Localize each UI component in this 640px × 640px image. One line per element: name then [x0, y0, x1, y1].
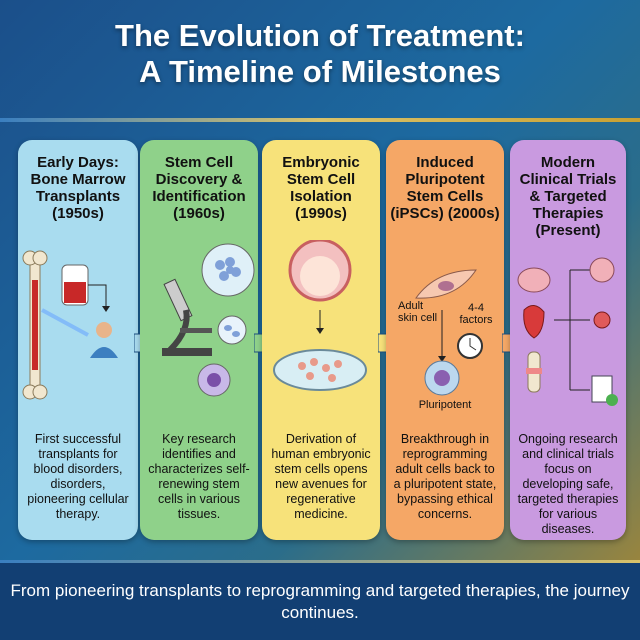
divider	[0, 118, 640, 122]
stage-2000s: Induced Pluripotent Stem Cells (iPSCs) (…	[386, 140, 504, 540]
stage-1990s: Embryonic Stem Cell Isolation (1990s) De…	[262, 140, 380, 540]
stage-description: Ongoing research and clinical trials foc…	[517, 432, 619, 536]
stage-description: Derivation of human embryonic stem cells…	[271, 432, 371, 521]
bone-marrow-transplant-icon	[22, 250, 118, 400]
pluripotent-label: Pluripotent	[418, 399, 472, 411]
footer-caption: From pioneering transplants to reprogram…	[0, 560, 640, 640]
stage-heading: Embryonic Stem Cell Isolation (1990s)	[282, 154, 360, 222]
page-title: The Evolution of Treatment: A Timeline o…	[0, 18, 640, 90]
embryo-petri-dish-icon	[273, 240, 367, 391]
reprogramming-icon	[415, 269, 483, 396]
title-line-2: A Timeline of Milestones	[139, 54, 501, 89]
stage-heading: Modern Clinical Trials & Targeted Therap…	[519, 154, 617, 239]
stage-heading: Stem Cell Discovery & Identification (19…	[152, 154, 246, 222]
stage-1960s: Stem Cell Discovery & Identification (19…	[140, 140, 258, 540]
stage-heading: Early Days: Bone Marrow Transplants (195…	[30, 154, 126, 222]
adult-skin-cell-label: Adult skin cell	[398, 300, 438, 324]
stage-description: Key research identifies and characterize…	[148, 432, 250, 521]
title-line-1: The Evolution of Treatment:	[115, 18, 525, 53]
stage-present: Modern Clinical Trials & Targeted Therap…	[510, 140, 626, 540]
stage-heading: Induced Pluripotent Stem Cells (iPSCs) (…	[390, 154, 500, 222]
factors-label: 4-4 factors	[459, 302, 493, 326]
stage-1950s: Early Days: Bone Marrow Transplants (195…	[18, 140, 138, 540]
stage-description: First successful transplants for blood d…	[27, 432, 129, 521]
microscope-icon	[162, 243, 255, 397]
targeted-therapies-icon	[517, 257, 618, 406]
stage-description: Breakthrough in reprogramming adult cell…	[393, 432, 497, 521]
